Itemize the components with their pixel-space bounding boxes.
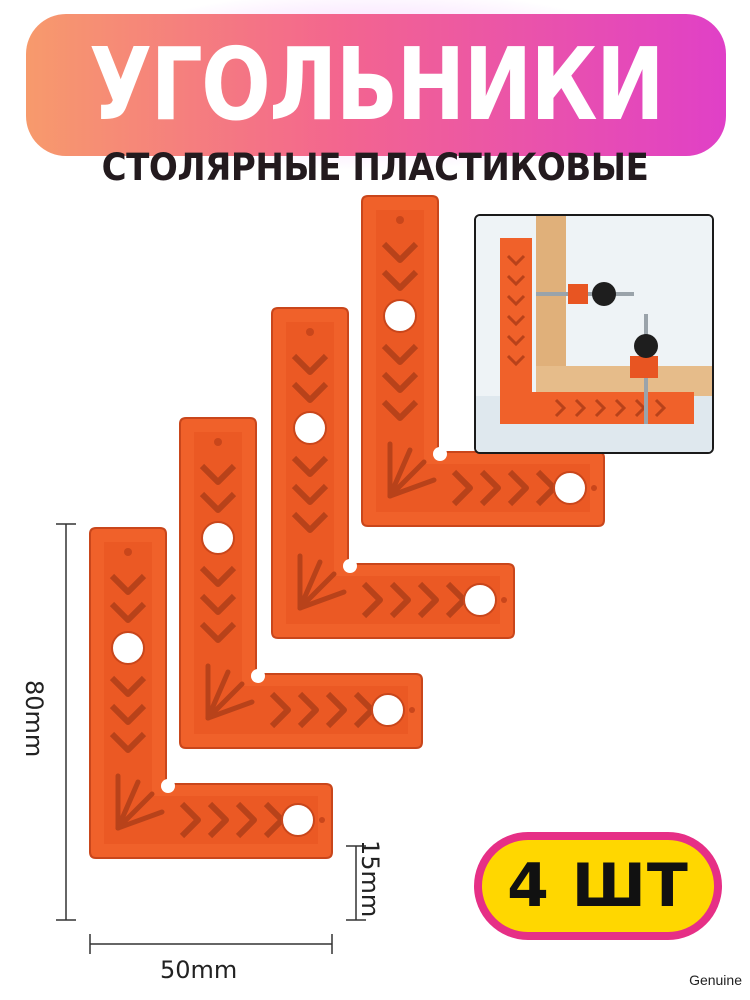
dimension-lines bbox=[56, 523, 366, 954]
thickness-dimension-label: 15mm bbox=[356, 840, 384, 918]
height-dimension-label: 80mm bbox=[20, 680, 48, 758]
count-badge-inner: 4 ШТ bbox=[482, 840, 714, 932]
count-label: 4 ШТ bbox=[507, 851, 689, 921]
usage-photo-inset bbox=[474, 214, 714, 454]
count-badge: 4 ШТ bbox=[474, 832, 722, 940]
genuine-watermark: Genuine bbox=[689, 972, 742, 988]
title-banner: УГОЛЬНИКИ bbox=[26, 14, 726, 156]
page-title: УГОЛЬНИКИ bbox=[89, 26, 665, 143]
page-subtitle: СТОЛЯРНЫЕ ПЛАСТИКОВЫЕ bbox=[101, 146, 649, 189]
width-dimension-label: 50mm bbox=[160, 956, 238, 984]
